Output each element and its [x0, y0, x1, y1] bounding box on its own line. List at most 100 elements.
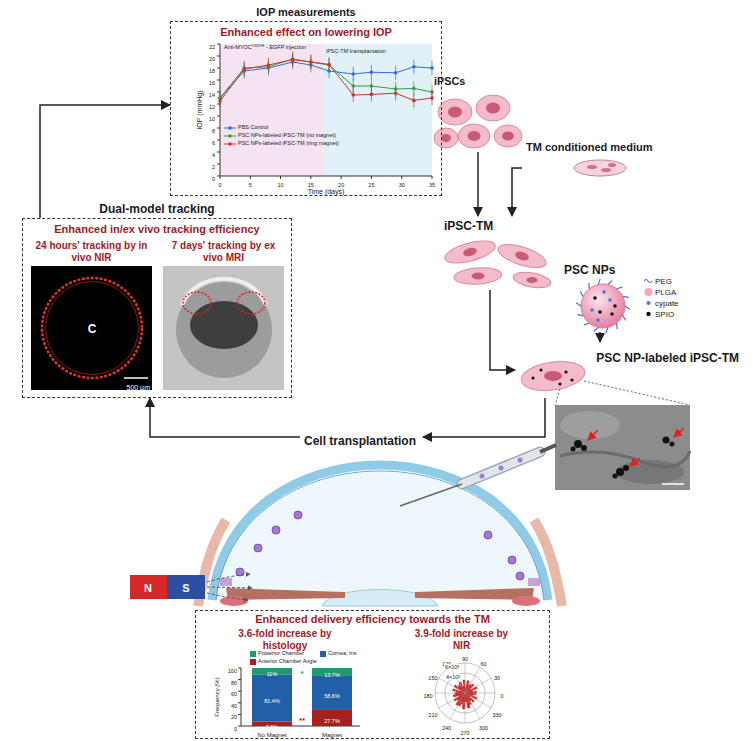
tick-label: 0 [212, 176, 215, 182]
tick-label: 2 [212, 164, 215, 170]
nir-image [31, 266, 152, 390]
legend-item: SPIO [644, 310, 674, 319]
nanoparticle [580, 291, 583, 296]
legend-swatch [250, 651, 256, 657]
legend-sample [644, 277, 653, 286]
sub-panel: 3.9-fold increase by NIR [378, 626, 545, 736]
nanoparticle [602, 290, 606, 294]
tem-image [623, 465, 629, 471]
nanoparticle [608, 298, 612, 302]
tick-label: 0 [234, 718, 237, 734]
tick-label: 6 [212, 132, 215, 148]
eye-illustration [516, 572, 524, 580]
pole-label: S [182, 582, 189, 594]
ipsc-cells [434, 128, 458, 148]
panel-heading: IOP measurements [175, 5, 437, 20]
panel-heading: Dual-model tracking [27, 202, 287, 217]
panel-box: 24 hours' tracking by in vivo NIR7 days'… [22, 218, 292, 398]
phase-label: Anti-MYOCY437H- EGFP injection [224, 44, 306, 51]
tick-label: 14 [209, 84, 215, 100]
tm-cells [495, 240, 548, 273]
legend-sample [224, 133, 236, 139]
angle-label: 120 [442, 653, 451, 669]
legend-item: cypate [644, 299, 679, 308]
tick-label: 18 [209, 68, 215, 74]
tick-label: 18 [209, 60, 215, 76]
ipsc-cells [468, 131, 481, 141]
tem-image [560, 451, 690, 467]
nanoparticle [576, 279, 630, 333]
iop-line-chart [218, 52, 434, 108]
iop-line-chart [394, 91, 398, 95]
category-label: No Magnet [257, 724, 286, 740]
ipsc-cells [494, 125, 522, 147]
eye-illustration [220, 578, 232, 586]
syringe [480, 474, 485, 479]
tick-label: 4 [212, 152, 215, 158]
legend-label: PLGA [655, 288, 676, 296]
polar-chart [465, 693, 491, 708]
medium-stage: TM conditioned medium [522, 136, 659, 180]
polar-chart [435, 663, 495, 723]
node-label: Enhanced delivery efficiency towards the… [200, 613, 545, 626]
iop-line-chart [412, 99, 416, 103]
tem-image [560, 411, 620, 439]
ipsc-cells [476, 95, 510, 121]
legend-sample [224, 141, 236, 147]
angle-label: 150 [428, 667, 437, 683]
panel-box: 3.6-fold increase by histology3.9-fold i… [195, 610, 550, 739]
stacked-bar-chart [252, 674, 292, 721]
flow-arrow [512, 168, 522, 216]
axis-title: Time (days) [308, 188, 345, 195]
iop-line-chart [370, 93, 374, 97]
labeled-cell [539, 368, 542, 371]
polar-chart [465, 663, 466, 693]
tick-label: 5 [249, 182, 252, 188]
culture-dish [574, 160, 626, 176]
iop-line-chart [250, 176, 251, 179]
angle-label: 240 [442, 717, 451, 733]
magnet [130, 575, 205, 599]
bar-value: 81.4% [264, 698, 280, 704]
phase-label: iPSC-TM transplantation [326, 48, 386, 54]
polar-chart [439, 678, 465, 693]
tem-image [674, 428, 684, 437]
significance-mark: ** [299, 710, 305, 726]
iop-line-chart [412, 65, 416, 69]
nanoparticle [606, 327, 608, 332]
eye-illustration [484, 531, 492, 539]
nanoparticle [590, 308, 594, 312]
bar-value: 11% [267, 671, 278, 677]
legend-label: Anterior Chamber Angle [258, 659, 317, 665]
angle-label: 270 [460, 722, 469, 738]
polar-chart [439, 693, 465, 708]
iop-line-chart [351, 93, 355, 97]
tem-image [581, 445, 587, 451]
iop-line-chart [217, 104, 220, 105]
iop-line-chart [401, 176, 402, 179]
legend-sample [224, 125, 236, 131]
nanoparticle [588, 283, 590, 289]
angle-label: 300 [479, 725, 488, 731]
significance-mark: ** [299, 716, 305, 725]
radial-label: 4×10³ [445, 674, 461, 680]
tick-label: 16 [209, 72, 215, 88]
polar-chart [465, 693, 466, 723]
bar-value: 11% [267, 663, 278, 679]
iop-line-chart [291, 58, 295, 62]
nir-image [46, 282, 139, 375]
polar-chart [435, 693, 465, 694]
node-label: Enhanced in/ex vivo tracking efficiency [27, 223, 287, 236]
angle-label: 330 [492, 712, 501, 718]
nanoparticle-stage: PSC NPs [560, 262, 700, 332]
node-label: PSC NPs [564, 264, 696, 278]
zoom-lines [584, 381, 690, 405]
phase-band [220, 44, 323, 176]
nir-image [124, 377, 148, 379]
syringe [518, 458, 523, 463]
pole-label: N [144, 579, 152, 595]
eye-illustration [528, 578, 540, 586]
iop-line-chart [218, 52, 434, 105]
stacked-bar-chart [312, 668, 352, 676]
tm-cells [443, 237, 498, 268]
